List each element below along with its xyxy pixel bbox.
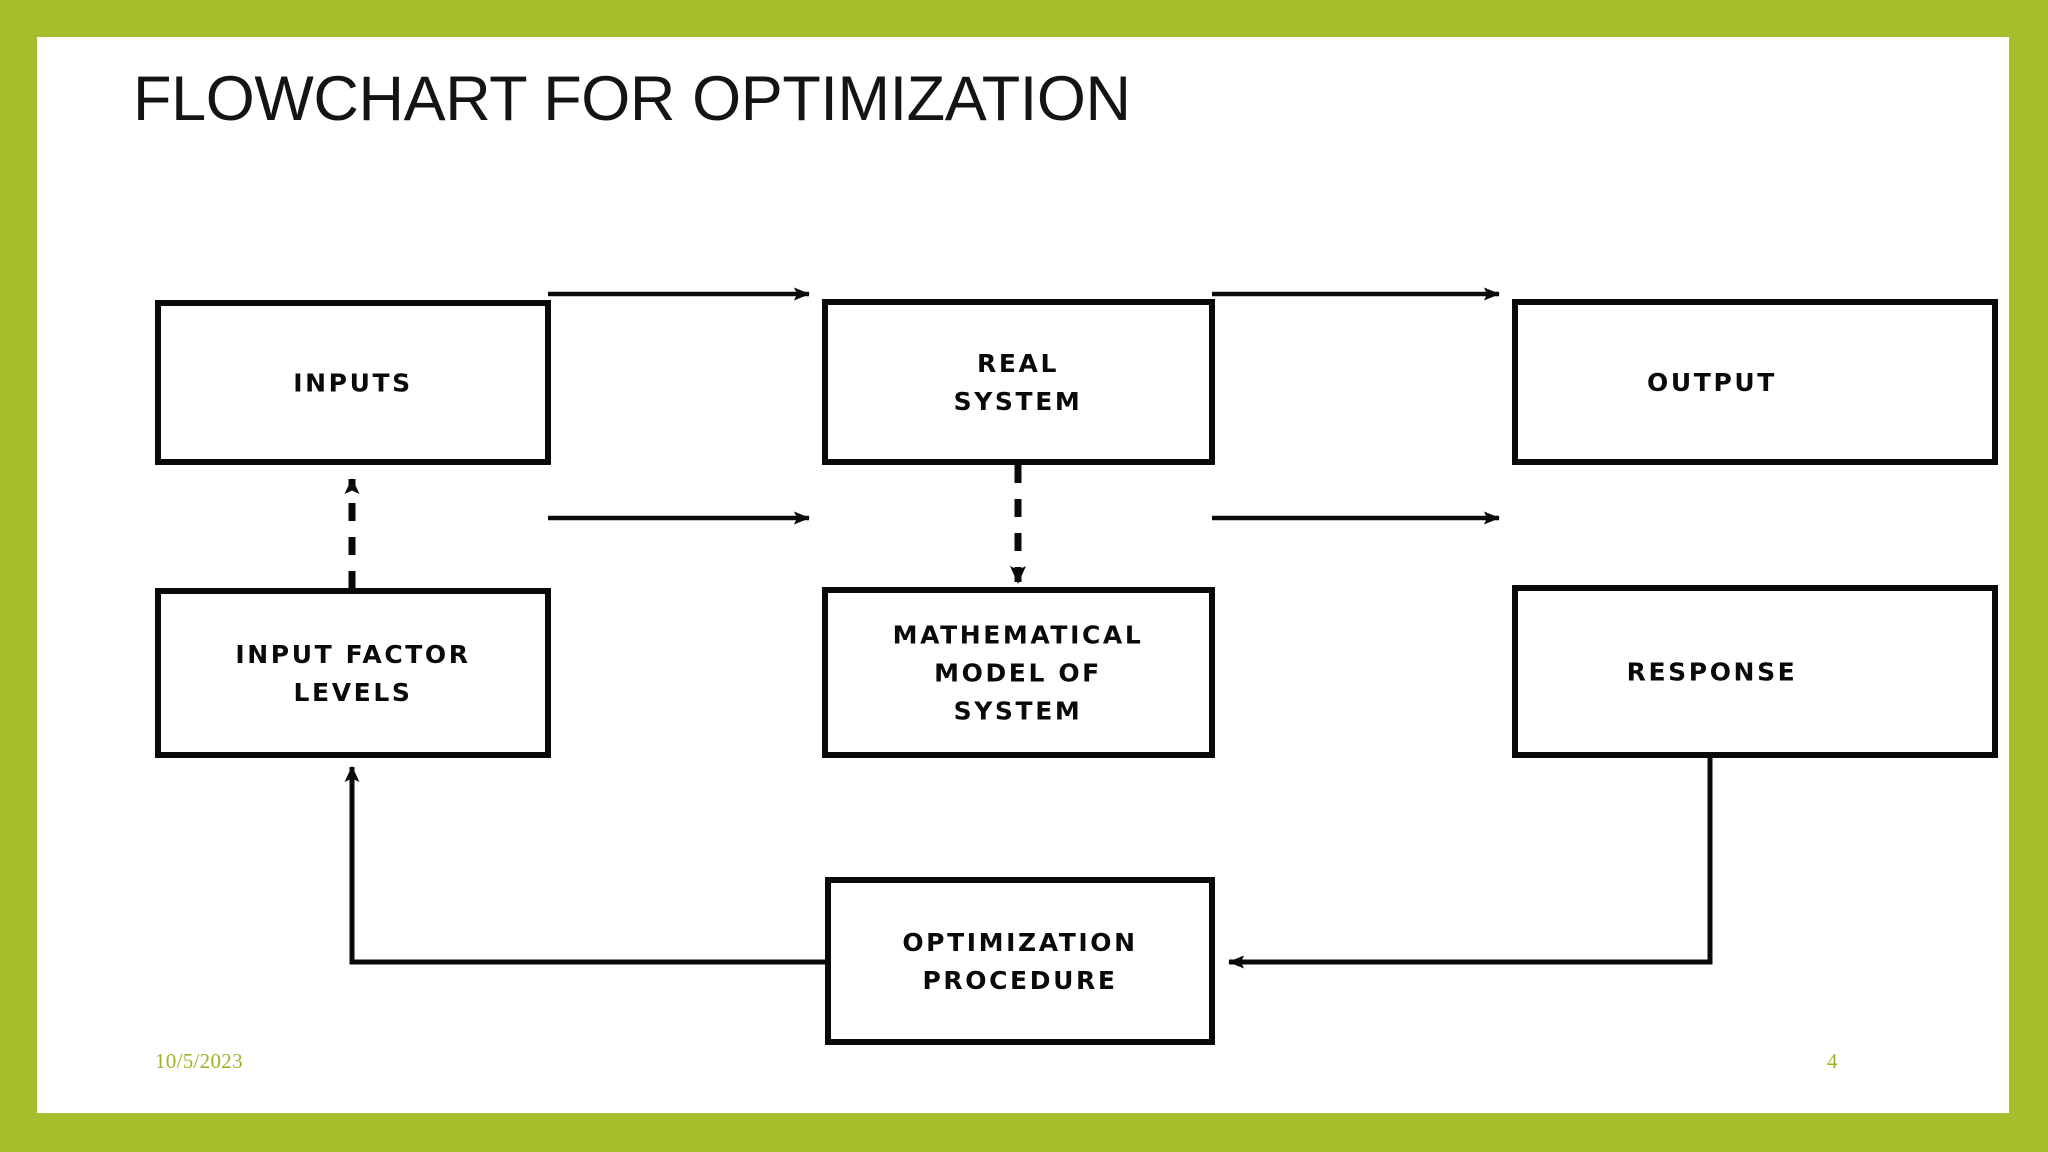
node-input-factor-levels-box xyxy=(155,588,551,758)
node-inputs-box xyxy=(155,300,551,465)
node-real-system-label-line-2: SYSTEM xyxy=(954,387,1083,416)
node-input-factor-levels-label-line-2: LEVELS xyxy=(294,678,413,707)
node-response-label-line-1: RESPONSE xyxy=(1627,658,1798,687)
node-output-box xyxy=(1512,299,1998,465)
footer-date: 10/5/2023 xyxy=(155,1049,243,1073)
node-input-factor-levels: INPUT FACTOR LEVELS xyxy=(155,588,551,758)
node-mathematical-model-label-line-3: SYSTEM xyxy=(954,697,1083,726)
optimization-flowchart: INPUTS REAL SYSTEM OUTPUT INPUT FACTOR xyxy=(37,37,2009,1113)
edge-optimize-to-levels xyxy=(344,766,828,965)
node-mathematical-model-box xyxy=(822,587,1215,758)
edge-response-to-optimize xyxy=(1228,755,1713,969)
node-optimization-procedure-label-line-2: PROCEDURE xyxy=(922,966,1117,995)
node-optimization-procedure-box xyxy=(825,877,1215,1045)
footer-page-number: 4 xyxy=(1827,1049,1838,1073)
node-output: OUTPUT xyxy=(1512,299,1998,465)
node-mathematical-model-label-line-2: MODEL OF xyxy=(934,659,1102,688)
slide-content-area: FLOWCHART FOR OPTIMIZATION xyxy=(37,37,2009,1113)
node-real-system: REAL SYSTEM xyxy=(822,299,1215,465)
node-input-factor-levels-label-line-1: INPUT FACTOR xyxy=(235,640,470,669)
node-real-system-box xyxy=(822,299,1215,465)
node-real-system-label-line-1: REAL xyxy=(977,349,1059,378)
node-output-label-line-1: OUTPUT xyxy=(1647,368,1777,397)
node-inputs: INPUTS xyxy=(155,300,551,465)
node-inputs-label-line-1: INPUTS xyxy=(293,369,413,398)
flowchart-svg: INPUTS REAL SYSTEM OUTPUT INPUT FACTOR xyxy=(155,287,1998,1045)
node-mathematical-model: MATHEMATICAL MODEL OF SYSTEM xyxy=(822,587,1215,758)
node-response: RESPONSE xyxy=(1512,585,1998,758)
node-response-box xyxy=(1512,585,1998,758)
node-optimization-procedure: OPTIMIZATION PROCEDURE xyxy=(825,877,1215,1045)
node-mathematical-model-label-line-1: MATHEMATICAL xyxy=(893,621,1144,650)
page-title: FLOWCHART FOR OPTIMIZATION xyxy=(133,64,1131,134)
node-optimization-procedure-label-line-1: OPTIMIZATION xyxy=(902,928,1137,957)
